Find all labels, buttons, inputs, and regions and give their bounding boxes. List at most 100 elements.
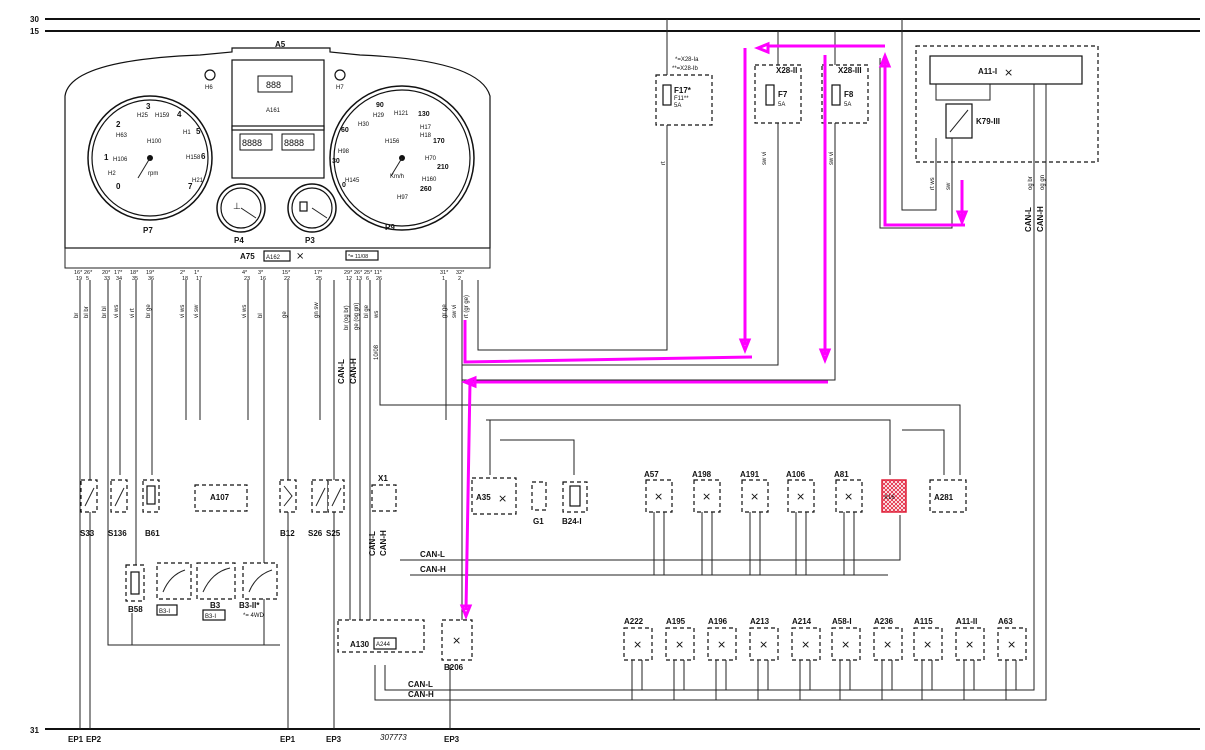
pin-number: 18 <box>182 276 188 282</box>
ecu-symbol-icon: ⨯ <box>923 639 932 651</box>
pin-number: 23 <box>244 276 250 282</box>
tacho-label: P7 <box>143 226 153 235</box>
wire-label: sw vi <box>829 152 835 165</box>
pin-number: 25* <box>364 270 373 276</box>
wire-label: br bl <box>102 306 108 318</box>
ecu-symbol-icon: ⨯ <box>796 491 805 503</box>
fuse-f17-note1: *=X28-Ia <box>675 57 699 63</box>
fuse-f7-module: X28-II F7 5A <box>754 64 802 124</box>
switch-s136-icon <box>110 479 128 513</box>
speedo-lamp-h145: H145 <box>345 178 360 184</box>
module-a35-box <box>471 477 517 515</box>
tacho-lamp-h159: H159 <box>155 113 170 119</box>
tacho-lamp-h106: H106 <box>113 157 128 163</box>
pin-number: 26* <box>354 270 363 276</box>
part-a57: A57 <box>644 470 659 479</box>
module-a222: A222⨯ <box>623 617 653 700</box>
relay-k79-label: K79-III <box>976 117 1000 126</box>
ecu-symbol-icon: ⨯ <box>801 639 810 651</box>
part-x16: X16 <box>884 495 895 501</box>
can-h-label-right: CAN-H <box>1036 206 1045 232</box>
part-a213: A213 <box>750 617 770 626</box>
board-a162-label: A162 <box>266 255 281 261</box>
part-g1: G1 <box>533 517 544 526</box>
ecu-symbol-icon: ⨯ <box>883 639 892 651</box>
speedo-lamp-h156: H156 <box>385 139 400 145</box>
switch-s25-icon <box>327 479 345 513</box>
ecu-symbol-icon: ⨯ <box>717 639 726 651</box>
module-a57: ⨯A57 <box>644 470 673 575</box>
ecu-symbol-icon: ⨯ <box>759 639 768 651</box>
wire-label: sw vi <box>452 305 458 318</box>
lamp-h7-icon <box>334 69 346 81</box>
tacho-tick-6: 6 <box>201 152 206 161</box>
ground-ep3-a: EP3 <box>326 735 342 744</box>
fuse-f8-module: X28-III F8 5A <box>821 64 869 124</box>
fuse-f17-icon <box>662 84 672 106</box>
sensor-b3-ii-box <box>242 562 278 600</box>
wire-label: vi ws <box>242 305 248 318</box>
part-a198: A198 <box>692 470 712 479</box>
can-h-label-bottom: CAN-H <box>408 690 434 699</box>
fuse-f7-icon <box>765 84 775 106</box>
pin-number: 26* <box>84 270 93 276</box>
pin-number: 13 <box>356 276 362 282</box>
part-a81: A81 <box>834 470 849 479</box>
cluster-date-note: *= 11/08 <box>348 254 368 260</box>
part-s25: S25 <box>326 529 341 538</box>
speedo-unit: Km/h <box>390 174 404 180</box>
fuse-f17-amp: 5A <box>674 103 681 109</box>
module-a213: A213 ⨯ <box>749 617 779 700</box>
pin-number: 1* <box>194 270 200 276</box>
speedo-lamp-h29: H29 <box>373 113 385 119</box>
module-a107-box <box>194 484 248 512</box>
module-a58-i: A58-I⨯ <box>831 617 861 700</box>
wire-label: rt (gr ge) <box>464 295 470 318</box>
ecu-symbol-icon: ⨯ <box>296 251 304 262</box>
sensor-b206-box <box>441 619 473 661</box>
rail-31-label: 31 <box>30 726 39 735</box>
module-a281: A281 <box>929 479 967 513</box>
part-a63: A63 <box>998 617 1013 626</box>
wire-label: br (og br) <box>344 305 350 330</box>
ecu-symbol-icon: ⨯ <box>1007 639 1016 651</box>
can-l-label-right: CAN-L <box>1024 207 1033 232</box>
sensor-b3-i-box <box>156 562 192 600</box>
tacho-lamp-h1: H1 <box>183 130 191 136</box>
can-h-label-x1: CAN-H <box>379 530 388 556</box>
part-a222: A222 <box>624 617 644 626</box>
tacho-tick-4: 4 <box>177 110 182 119</box>
lamp-h6-icon <box>204 69 216 81</box>
pin-number: 12 <box>346 276 352 282</box>
pin-number: 6 <box>366 276 369 282</box>
instrument-cluster: A5 888 A161 8888 8888 H6 H7 0 1 2 3 4 5 … <box>64 40 491 282</box>
pin-number: 31* <box>440 270 449 276</box>
ground-ep1-b: EP1 <box>280 735 296 744</box>
can-h-label-mid: CAN-H <box>420 565 446 574</box>
part-b58: B58 <box>128 605 143 614</box>
fuse-f17-module: *=X28-Ia **=X28-Ib F17* F11** 5A <box>655 57 713 126</box>
speedo-lamp-h160: H160 <box>422 177 437 183</box>
part-b61: B61 <box>145 529 160 538</box>
part-x1: X1 <box>378 474 388 483</box>
wire-label: vi ws <box>180 305 186 318</box>
pin-number: 17* <box>314 270 323 276</box>
speedo-lamp-h18: H18 <box>420 133 432 139</box>
can-l-label-mid: CAN-L <box>420 550 445 559</box>
speedo-tick-30: 30 <box>332 158 340 165</box>
display-digits-left: 8888 <box>242 138 262 148</box>
gauge-p3-label: P3 <box>305 236 315 245</box>
pin-number: 15* <box>282 270 291 276</box>
part-a115: A115 <box>914 617 933 626</box>
speedo-lamp-h121: H121 <box>394 111 409 117</box>
module-x16: X16 <box>881 479 907 513</box>
tacho-tick-7: 7 <box>188 182 193 191</box>
ecu-symbol-icon: ⨯ <box>702 491 711 503</box>
can-date-note: 10/08 <box>374 344 380 360</box>
generator-g1-box <box>531 481 547 511</box>
tacho-tick-5: 5 <box>196 127 201 136</box>
ground-labels: EP1 EP2 EP1 EP3 EP3 307773 <box>68 733 460 744</box>
fuse-f8-icon <box>831 84 841 106</box>
